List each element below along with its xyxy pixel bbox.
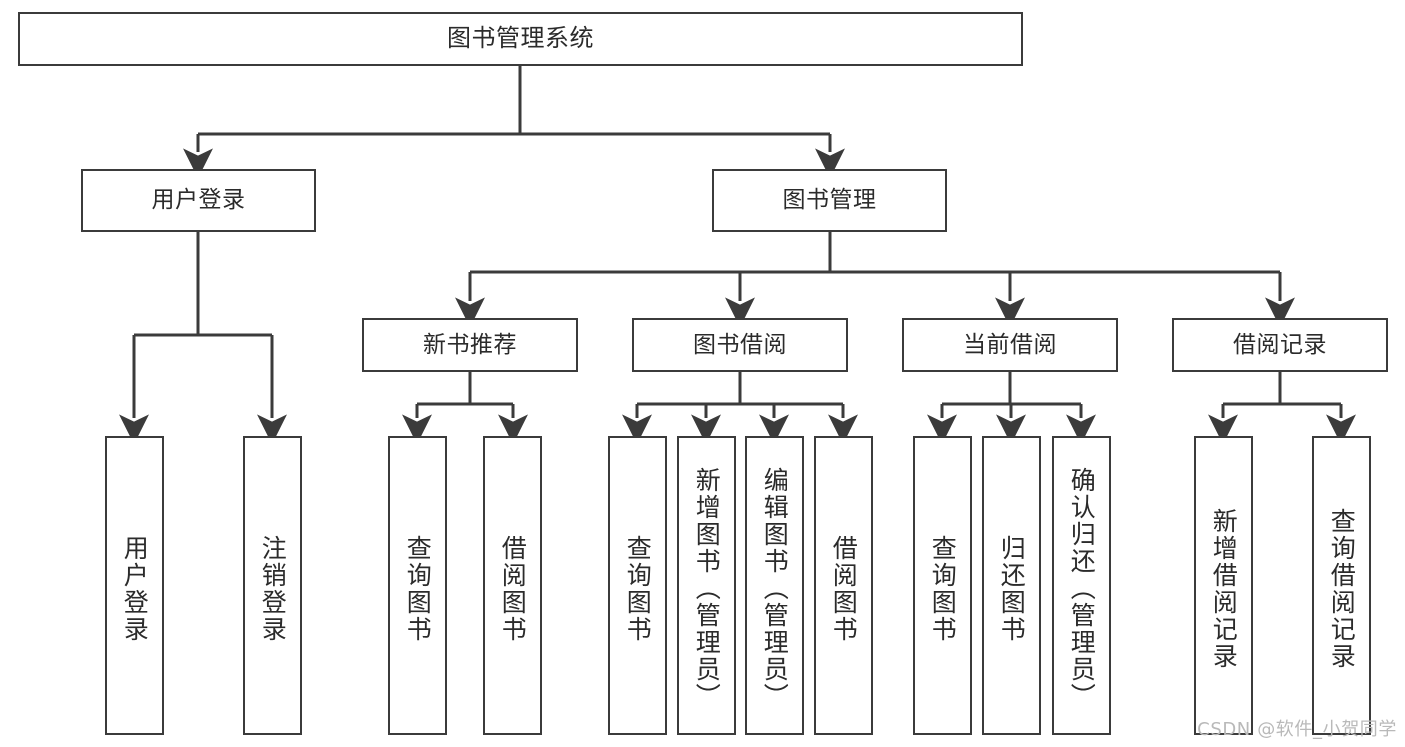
- node-label: 查询图书: [928, 534, 958, 643]
- leaf-user-login-login[interactable]: 用户登录: [105, 436, 164, 735]
- node-label: 图书管理系统: [447, 24, 594, 53]
- node-label: 用户登录: [151, 187, 246, 214]
- leaf-current-confirm-return-admin[interactable]: 确认归还（管理员）: [1052, 436, 1111, 735]
- node-borrow-records[interactable]: 借阅记录: [1172, 318, 1388, 372]
- node-label: 新增图书（管理员）: [692, 467, 722, 710]
- node-book-management[interactable]: 图书管理: [712, 169, 947, 232]
- leaf-borrow-borrow-book[interactable]: 借阅图书: [814, 436, 873, 735]
- node-label: 归还图书: [997, 534, 1027, 643]
- node-label: 注销登录: [258, 534, 288, 643]
- leaf-current-query-book[interactable]: 查询图书: [913, 436, 972, 735]
- leaf-current-return-book[interactable]: 归还图书: [982, 436, 1041, 735]
- leaf-records-add-record[interactable]: 新增借阅记录: [1194, 436, 1253, 735]
- node-current-borrow[interactable]: 当前借阅: [902, 318, 1118, 372]
- node-label: 编辑图书（管理员）: [760, 467, 790, 710]
- node-book-borrow[interactable]: 图书借阅: [632, 318, 848, 372]
- leaf-borrow-edit-book-admin[interactable]: 编辑图书（管理员）: [745, 436, 804, 735]
- node-label: 确认归还（管理员）: [1067, 467, 1097, 710]
- node-new-book-recommend[interactable]: 新书推荐: [362, 318, 578, 372]
- node-label: 借阅图书: [498, 534, 528, 643]
- node-label: 用户登录: [120, 534, 150, 643]
- node-label: 查询借阅记录: [1327, 507, 1357, 670]
- node-label: 查询图书: [403, 534, 433, 643]
- node-root-system[interactable]: 图书管理系统: [18, 12, 1023, 66]
- node-label: 查询图书: [623, 534, 653, 643]
- watermark: CSDN @软件_小贺同学: [1197, 719, 1397, 740]
- node-label: 新增借阅记录: [1209, 507, 1239, 670]
- leaf-borrow-add-book-admin[interactable]: 新增图书（管理员）: [677, 436, 736, 735]
- node-user-login[interactable]: 用户登录: [81, 169, 316, 232]
- leaf-records-query-record[interactable]: 查询借阅记录: [1312, 436, 1371, 735]
- leaf-borrow-query-book[interactable]: 查询图书: [608, 436, 667, 735]
- node-label: 当前借阅: [963, 331, 1057, 358]
- node-label: 新书推荐: [423, 331, 517, 358]
- leaf-recommend-borrow-book[interactable]: 借阅图书: [483, 436, 542, 735]
- node-label: 借阅图书: [829, 534, 859, 643]
- node-label: 借阅记录: [1233, 331, 1327, 358]
- node-label: 图书管理: [782, 187, 877, 214]
- node-label: 图书借阅: [693, 331, 787, 358]
- leaf-user-login-logout[interactable]: 注销登录: [243, 436, 302, 735]
- leaf-recommend-query-book[interactable]: 查询图书: [388, 436, 447, 735]
